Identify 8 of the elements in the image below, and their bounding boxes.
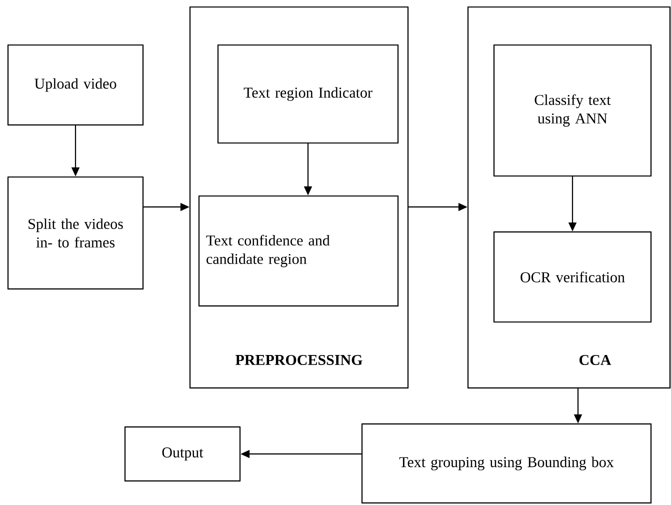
process-box: Text region Indicator bbox=[217, 44, 399, 144]
process-box: Upload video bbox=[7, 44, 144, 126]
process-box: Text confidence and candidate region bbox=[198, 195, 399, 307]
process-box: Output bbox=[124, 426, 241, 482]
process-box: Classify text using ANN bbox=[493, 44, 652, 177]
process-box: OCR verification bbox=[493, 231, 652, 323]
process-box: Split the videos in- to frames bbox=[7, 176, 144, 290]
process-box: Text grouping using Bounding box bbox=[361, 423, 652, 504]
